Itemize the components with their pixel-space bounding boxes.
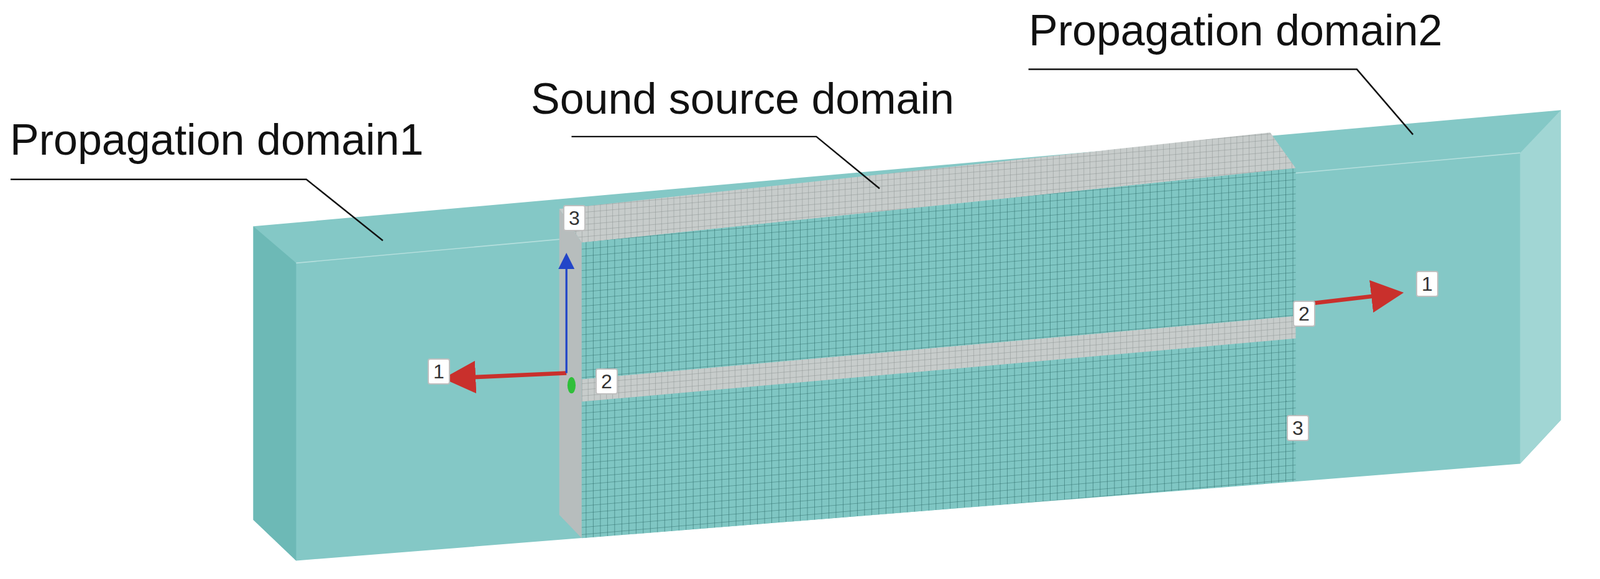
axis-number: 1 bbox=[427, 358, 451, 385]
domain-label: Propagation domain2 bbox=[1028, 8, 1443, 53]
domain-label: Propagation domain1 bbox=[9, 118, 424, 162]
leader-line bbox=[1028, 69, 1414, 135]
source-front-face bbox=[581, 168, 1297, 539]
axis-number: 3 bbox=[563, 205, 586, 232]
axis-number: 2 bbox=[595, 368, 618, 395]
domain-block bbox=[253, 110, 1562, 561]
axis-arrow bbox=[565, 256, 568, 373]
leader-line bbox=[571, 136, 880, 189]
axis-number: 2 bbox=[1292, 300, 1316, 327]
right-end-face bbox=[1519, 110, 1561, 464]
left-end-face bbox=[253, 226, 297, 561]
axis-number: 1 bbox=[1416, 271, 1439, 298]
axis-arrow bbox=[1307, 294, 1396, 304]
axis-number: 3 bbox=[1286, 415, 1310, 442]
domain-label: Sound source domain bbox=[530, 77, 955, 121]
axis-arrow bbox=[451, 373, 567, 379]
axis-marker bbox=[567, 377, 576, 394]
source-strip bbox=[581, 316, 1297, 403]
leader-line bbox=[10, 179, 383, 241]
